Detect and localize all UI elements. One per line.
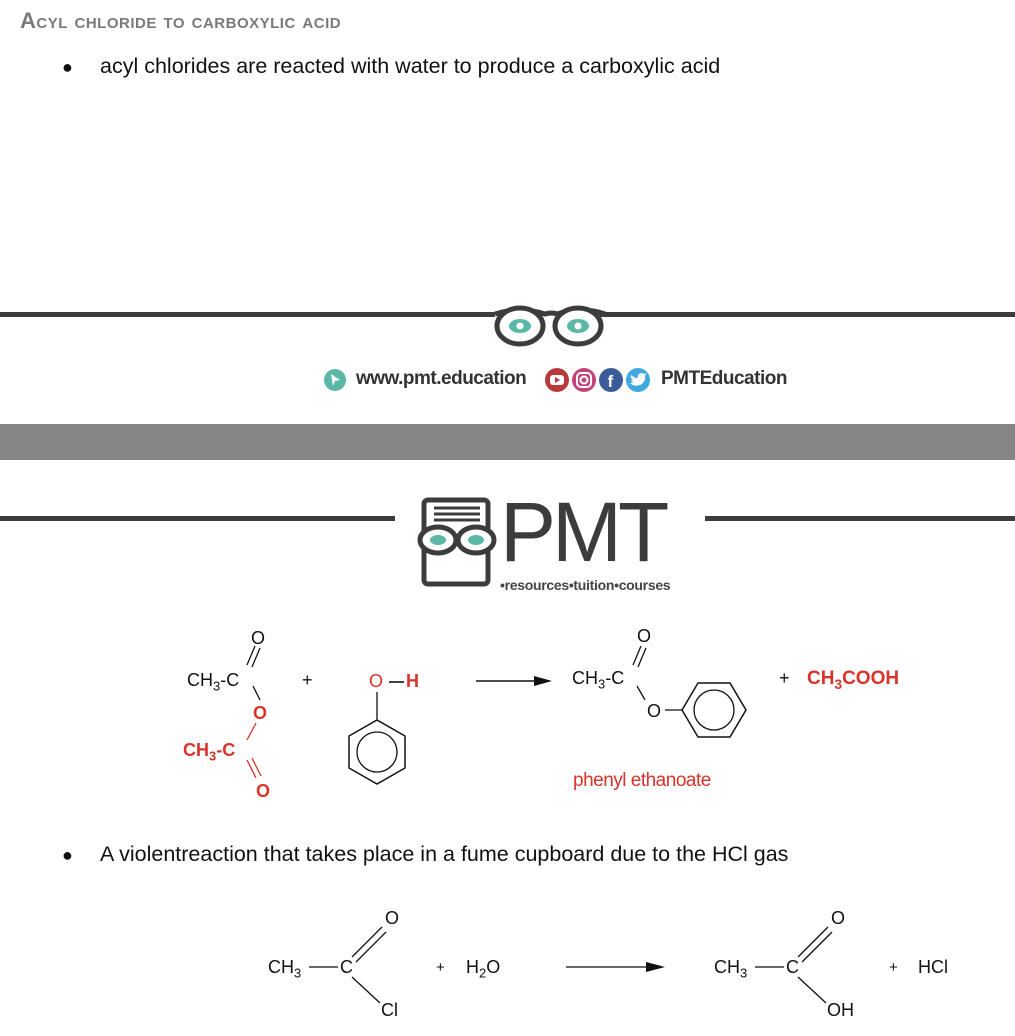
acyl-chloride-oxygen: O [385,908,400,928]
bullet-dot-icon: ● [62,57,73,77]
section-heading: Acyl chloride to carboxylic acid [20,8,342,33]
ester-oxygen: O [647,701,662,721]
divider-right [600,312,1015,317]
header-rule-left [0,516,395,521]
bullet-item: ● A violentreaction that takes place in … [62,842,788,867]
bullet-dot-icon: ● [62,845,73,865]
cursor-icon [324,369,346,391]
page-break-band [0,424,1015,460]
anhydride-ch3c-red: CH3-C [183,740,236,764]
acyl-chloride-carbon: C [340,957,353,977]
facebook-icon: f [599,368,623,392]
glasses-icon [494,305,606,347]
reaction-2-diagram [309,926,833,1004]
plus-sign: + [436,959,445,976]
anhydride-ch3c: CH3-C [187,670,240,694]
social-icons: f [545,368,650,392]
ethanoic-acid-byproduct: CH3COOH [807,668,900,692]
svg-text:f: f [608,372,614,391]
water-formula: H2O [466,957,501,981]
acid-hydroxyl: OH [827,1000,854,1020]
header-rule-right [705,516,1015,521]
product-name-label: phenyl ethanoate [573,770,711,791]
plus-sign: + [889,959,898,976]
acid-oxygen: O [831,908,846,928]
hcl-formula: HCl [918,957,948,977]
reaction-1-diagram [246,645,747,785]
ester-top-oxygen: O [637,626,652,646]
anhydride-bridge-oxygen: O [253,703,268,723]
acid-carbon: C [786,957,799,977]
logo-tagline: •resources•tuition•courses [500,577,671,593]
book-glasses-icon [417,497,497,587]
acyl-chloride-chlorine: Cl [381,1000,398,1020]
phenol-hydrogen: H [406,671,419,691]
acid-ch3: CH3 [714,957,748,981]
social-handle: PMTEducation [661,368,787,389]
bullet-item: ● acyl chlorides are reacted with water … [62,54,720,79]
bullet-text: acyl chlorides are reacted with water to… [100,54,721,78]
plus-sign: + [779,668,790,688]
twitter-icon [626,368,650,392]
acyl-chloride-ch3: CH3 [268,957,302,981]
bullet-text: A violentreaction that takes place in a … [100,842,789,866]
youtube-icon [545,368,569,392]
plus-sign: + [302,670,313,690]
divider-left [0,312,495,317]
anhydride-bottom-oxygen: O [256,781,271,801]
ester-ch3c: CH3-C [572,668,625,692]
anhydride-top-oxygen: O [251,628,266,648]
logo-text: PMT [500,485,669,579]
phenol-oxygen: O [369,671,384,691]
website-link[interactable]: www.pmt.education [356,368,527,389]
instagram-icon [572,368,596,392]
